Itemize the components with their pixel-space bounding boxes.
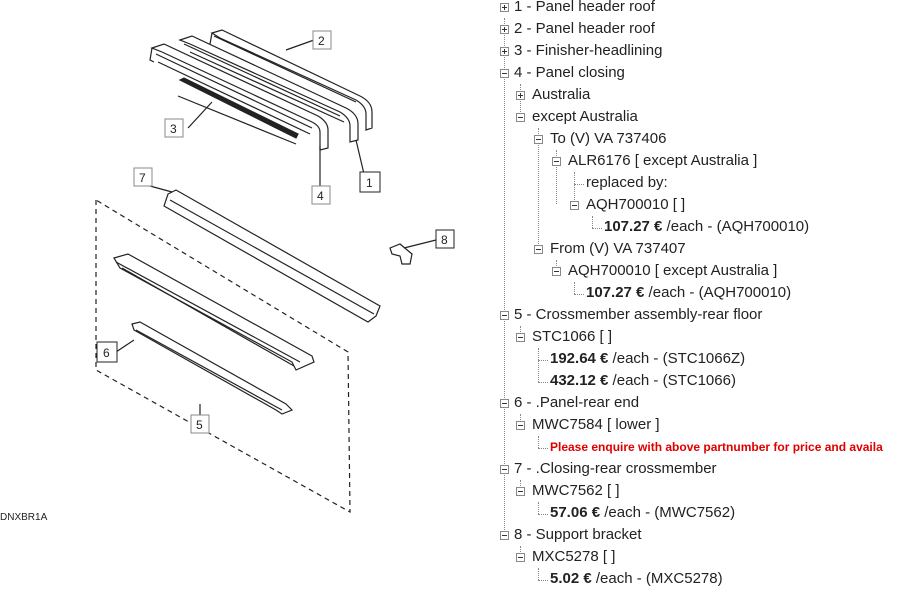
callout-7-label: 7	[139, 171, 146, 185]
collapse-icon[interactable]	[500, 311, 509, 320]
tree-item-alr6176[interactable]: ALR6176 [ except Australia ]	[568, 152, 758, 169]
part-4-panel-closing	[150, 43, 329, 151]
tree-item-stc1066[interactable]: STC1066 [ ]	[532, 328, 613, 345]
collapse-icon[interactable]	[552, 157, 561, 166]
callout-5-label: 5	[196, 418, 203, 432]
collapse-icon[interactable]	[516, 333, 525, 342]
tree-item-mwc7562[interactable]: MWC7562 [ ]	[532, 482, 620, 499]
tree-item-aqh700010[interactable]: AQH700010 [ ]	[586, 196, 686, 213]
tree-item-1[interactable]: 1 - Panel header roof	[514, 0, 655, 15]
part-2-panel-header-roof	[210, 29, 373, 131]
part-1-panel-header-roof	[178, 35, 359, 143]
callout-3[interactable]	[164, 118, 184, 138]
price-value: 192.64 €	[550, 350, 609, 367]
tree-item-mwc7584[interactable]: MWC7584 [ lower ]	[532, 416, 660, 433]
callout-1[interactable]	[359, 171, 381, 193]
collapse-icon[interactable]	[534, 135, 543, 144]
callout-2-label: 2	[318, 34, 325, 48]
collapse-icon[interactable]	[500, 531, 509, 540]
price-suffix: /each - (MWC7562)	[600, 504, 736, 521]
part-3-finisher-headlining	[178, 77, 299, 139]
price-line: 57.06 € /each - (MWC7562)	[550, 502, 735, 524]
price-suffix: /each - (STC1066)	[608, 372, 736, 389]
collapse-icon[interactable]	[516, 553, 525, 562]
part-8-support-bracket	[389, 243, 413, 265]
collapse-icon[interactable]	[500, 69, 509, 78]
callout-6[interactable]	[96, 341, 118, 363]
price-value: 5.02 €	[550, 570, 592, 587]
collapse-icon[interactable]	[516, 487, 525, 496]
price-suffix: /each - (STC1066Z)	[608, 350, 746, 367]
price-line: 432.12 € /each - (STC1066)	[550, 370, 736, 392]
price-line: 5.02 € /each - (MXC5278)	[550, 568, 723, 590]
tree-item-8[interactable]: 8 - Support bracket	[514, 526, 642, 543]
expand-icon[interactable]	[500, 3, 509, 12]
expand-icon[interactable]	[516, 91, 525, 100]
callout-8-label: 8	[441, 233, 448, 247]
price-line: 192.64 € /each - (STC1066Z)	[550, 348, 745, 370]
diagram-code: DNXBR1A	[0, 512, 48, 523]
callout-5[interactable]	[190, 414, 210, 434]
price-value: 107.27 €	[586, 284, 645, 301]
callout-4[interactable]	[311, 185, 331, 205]
tree-item-3[interactable]: 3 - Finisher-headlining	[514, 42, 663, 59]
price-value: 432.12 €	[550, 372, 609, 389]
parts-tree: 1 - Panel header roof 2 - Panel header r…	[490, 0, 907, 592]
collapse-icon[interactable]	[552, 267, 561, 276]
tree-item-5[interactable]: 5 - Crossmember assembly-rear floor	[514, 306, 763, 323]
tree-item-7[interactable]: 7 - .Closing-rear crossmember	[514, 460, 717, 477]
collapse-icon[interactable]	[500, 465, 509, 474]
assembly-5-boundary	[95, 198, 351, 514]
enquire-notice: Please enquire with above partnumber for…	[550, 440, 883, 454]
price-suffix: /each - (AQH700010)	[662, 218, 810, 235]
callout-8[interactable]	[435, 229, 455, 249]
tree-item-from-va[interactable]: From (V) VA 737407	[550, 240, 686, 257]
collapse-icon[interactable]	[516, 421, 525, 430]
callout-3-label: 3	[170, 122, 177, 136]
part-6-panel-rear-end	[131, 321, 294, 415]
callout-4-label: 4	[317, 189, 324, 203]
price-value: 107.27 €	[604, 218, 663, 235]
part-7-closing-rear-crossmember	[163, 189, 381, 323]
tree-item-except-australia[interactable]: except Australia	[532, 108, 638, 125]
tree-item-aqh700010-ex[interactable]: AQH700010 [ except Australia ]	[568, 262, 778, 279]
collapse-icon[interactable]	[500, 399, 509, 408]
collapse-icon[interactable]	[516, 113, 525, 122]
price-value: 57.06 €	[550, 504, 601, 521]
expand-icon[interactable]	[500, 47, 509, 56]
tree-item-4[interactable]: 4 - Panel closing	[514, 64, 625, 81]
collapse-icon[interactable]	[534, 245, 543, 254]
callout-7[interactable]	[133, 167, 153, 187]
price-suffix: /each - (AQH700010)	[644, 284, 792, 301]
price-line: 107.27 € /each - (AQH700010)	[604, 216, 809, 238]
price-line: 107.27 € /each - (AQH700010)	[586, 282, 791, 304]
callout-2[interactable]	[312, 30, 332, 50]
callout-1-label: 1	[366, 176, 373, 190]
replaced-by-label: replaced by:	[586, 174, 668, 191]
parts-diagram: 2 1 3 4 7 8 6 5 DNXBR1A	[0, 29, 455, 523]
collapse-icon[interactable]	[570, 201, 579, 210]
expand-icon[interactable]	[500, 25, 509, 34]
price-suffix: /each - (MXC5278)	[591, 570, 723, 587]
tree-item-mxc5278[interactable]: MXC5278 [ ]	[532, 548, 616, 565]
tree-item-2[interactable]: 2 - Panel header roof	[514, 20, 655, 37]
tree-item-australia[interactable]: Australia	[532, 86, 591, 103]
tree-item-to-va[interactable]: To (V) VA 737406	[550, 130, 667, 147]
callout-6-label: 6	[103, 346, 110, 360]
tree-item-6[interactable]: 6 - .Panel-rear end	[514, 394, 640, 411]
